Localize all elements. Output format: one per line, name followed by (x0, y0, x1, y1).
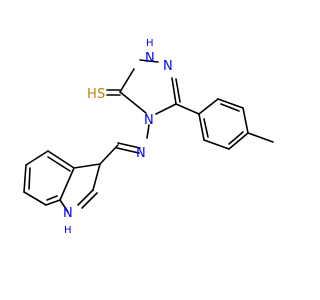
bond (25, 150, 49, 166)
bond (228, 131, 244, 145)
bond (92, 163, 101, 191)
bond (203, 118, 209, 138)
bond (45, 199, 61, 206)
bond (59, 167, 75, 201)
indole-ring (23, 150, 101, 213)
molecule-structure: H N N N N S H N H (23, 38, 274, 236)
bond (171, 77, 177, 105)
bond (228, 132, 249, 150)
bond (77, 189, 94, 206)
atom-label-indole-h: H (64, 225, 72, 236)
bond (247, 132, 274, 143)
atom-label-triazole-n4: N (144, 113, 154, 128)
bond (117, 142, 141, 149)
bond (155, 103, 177, 115)
bond (139, 59, 159, 63)
bond (146, 124, 150, 139)
bond (198, 98, 219, 115)
bond (119, 68, 135, 93)
bond (242, 107, 249, 134)
bond (175, 78, 181, 103)
atom-label-thione-s: S (97, 87, 105, 102)
atom-label-triazole-n2: N (163, 59, 173, 74)
bond (47, 150, 75, 169)
bond (198, 113, 205, 141)
bond (47, 156, 71, 172)
bond (28, 167, 31, 190)
bond (99, 144, 119, 165)
bond (23, 164, 27, 193)
atom-label-hn-n: N (145, 51, 155, 66)
bond (73, 163, 101, 169)
bond (175, 103, 200, 115)
bond (46, 195, 58, 201)
bond (203, 139, 230, 150)
tolyl-ring (175, 98, 274, 150)
bond (220, 103, 240, 112)
bond (116, 147, 140, 154)
atom-label-imine-n: N (136, 146, 146, 161)
triazole-ring (119, 59, 181, 115)
bond (217, 98, 244, 109)
bond (59, 199, 69, 213)
bond (81, 192, 98, 209)
bond (119, 91, 147, 114)
atom-label-indole-n: N (63, 206, 73, 221)
atom-label-hn-h: H (146, 38, 154, 49)
atom-label-thione-h: H (87, 87, 97, 102)
bond (23, 191, 47, 206)
